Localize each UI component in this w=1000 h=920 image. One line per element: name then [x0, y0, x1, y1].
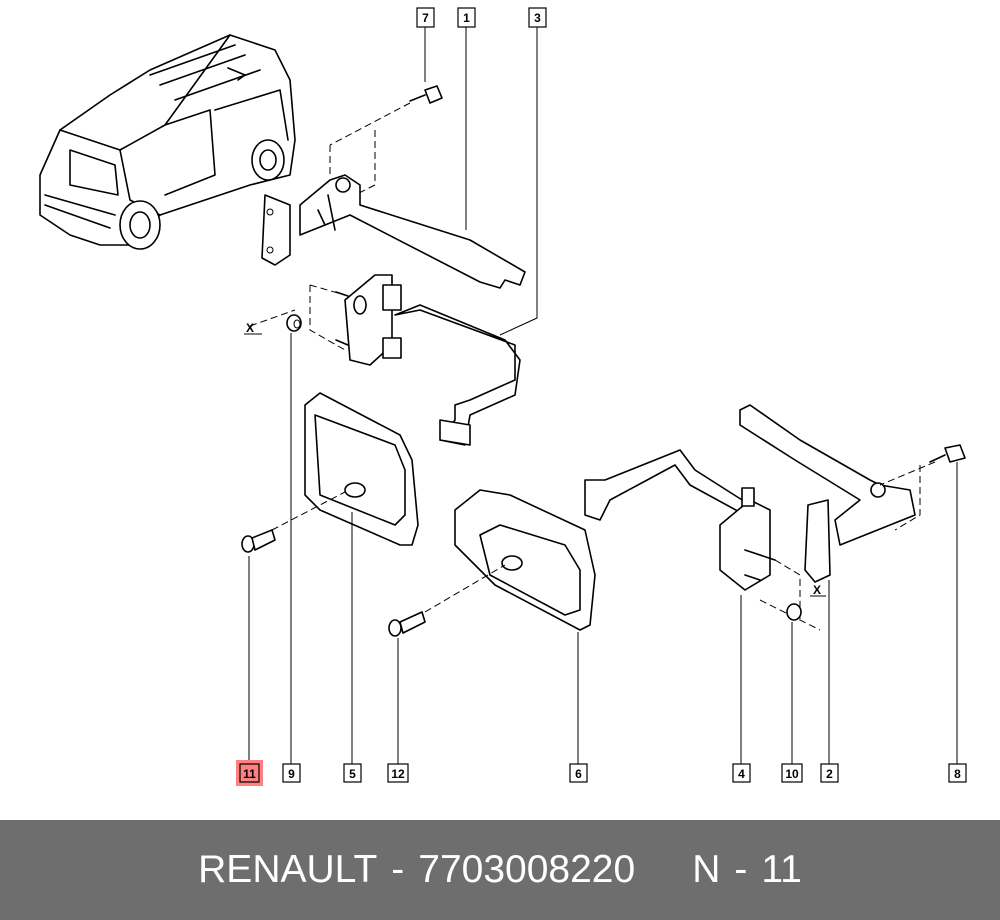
part-number: 7703008220: [418, 848, 636, 891]
callout-3[interactable]: 3: [528, 7, 547, 28]
parts-diagram: X X: [39, 7, 967, 786]
svg-text:2: 2: [826, 767, 833, 781]
separator: -: [391, 848, 405, 891]
svg-text:9: 9: [288, 767, 295, 781]
axis-marker-x: X: [246, 321, 254, 335]
svg-text:1: 1: [463, 11, 470, 25]
callout-7[interactable]: 7: [416, 7, 435, 28]
callout-12[interactable]: 12: [387, 763, 409, 783]
svg-text:8: 8: [954, 767, 961, 781]
svg-text:12: 12: [391, 767, 405, 781]
callout-9[interactable]: 9: [282, 763, 301, 783]
svg-text:11: 11: [243, 767, 256, 781]
part-12-screw: [388, 611, 426, 637]
part-4-lower-hinge: [584, 449, 776, 591]
callout-2[interactable]: 2: [820, 763, 839, 783]
callout-11-highlighted[interactable]: 11: [236, 760, 263, 786]
callout-8[interactable]: 8: [948, 763, 967, 783]
svg-text:7: 7: [422, 11, 429, 25]
van-illustration: [39, 34, 296, 250]
part-9-nut: [286, 314, 302, 332]
svg-text:10: 10: [785, 767, 799, 781]
svg-text:3: 3: [534, 11, 541, 25]
part-8-bolt: [929, 444, 966, 463]
callout-1[interactable]: 1: [457, 7, 476, 28]
part-2-door-check-strap: [739, 404, 916, 583]
ref-number: 11: [761, 848, 802, 891]
part-6-hinge-cover: [454, 489, 596, 631]
part-5-hinge-cover: [304, 392, 419, 546]
ref-prefix: N: [692, 848, 721, 891]
svg-text:5: 5: [349, 767, 356, 781]
svg-text:6: 6: [575, 767, 582, 781]
callout-10[interactable]: 10: [781, 763, 803, 783]
part-11-screw: [241, 529, 276, 553]
ref-separator: -: [734, 848, 748, 891]
part-1-door-check-strap: [261, 174, 526, 289]
part-3-door-hinge: [335, 274, 521, 446]
callout-5[interactable]: 5: [343, 763, 362, 783]
part-7-bolt: [409, 85, 443, 104]
callout-4[interactable]: 4: [732, 763, 751, 783]
brand-name: RENAULT: [198, 848, 378, 891]
callout-6[interactable]: 6: [569, 763, 588, 783]
leader-lines: [248, 27, 958, 764]
svg-text:4: 4: [738, 767, 745, 781]
part-10-nut: [786, 603, 802, 621]
axis-marker-x: X: [813, 583, 821, 597]
